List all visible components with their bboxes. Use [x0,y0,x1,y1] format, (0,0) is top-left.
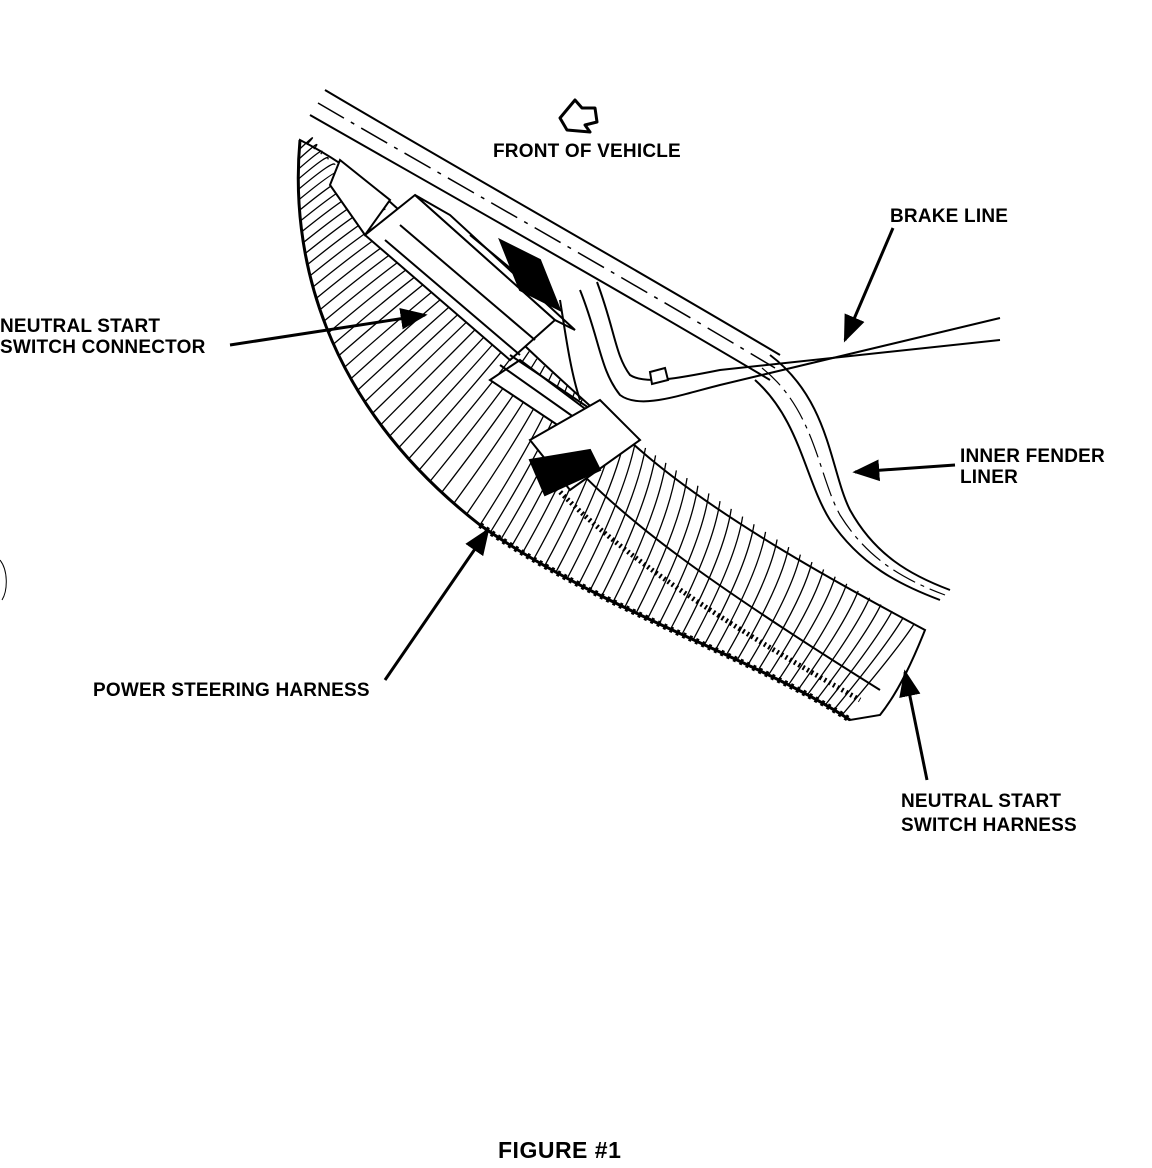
label-front-of-vehicle: FRONT OF VEHICLE [493,141,681,162]
harness-hatch-stroke [297,150,323,170]
arrow-nss-harness [899,669,929,781]
figure-caption: FIGURE #1 [498,1137,622,1163]
label-nss-connector-line1: NEUTRAL START [0,316,161,337]
harness-hatch-stroke [298,163,336,190]
arrow-power-steering-harness [383,527,490,681]
harness-hatch-stroke [736,546,790,661]
harness-hatch-stroke [681,508,732,635]
brake-line-drawing [579,281,1001,403]
harness-hatch-stroke [824,610,893,706]
harness-hatch-stroke [841,623,915,716]
harness-hatch-stroke [297,156,329,180]
harness-hatch-stroke [703,524,755,646]
inner-fender-liner-drawing [754,354,951,601]
arrow-nss-connector [229,308,428,347]
label-nss-connector-line2: SWITCH CONNECTOR [0,337,206,358]
label-brake-line: BRAKE LINE [890,206,1009,227]
label-power-steering-harness: POWER STEERING HARNESS [93,680,370,701]
harness-hatch-stroke [778,576,836,681]
label-inner-fender-line2: LINER [960,467,1018,488]
harness-hatch-stroke [725,539,778,656]
harness-hatch-stroke [658,493,710,625]
harness-hatch-stroke [601,455,657,597]
harness-hatch-stroke [298,143,318,160]
harness-hatch-stroke [635,477,688,614]
harness-hatch-stroke [797,590,859,691]
arrow-inner-fender-liner [852,459,956,482]
harness-hatch-stroke [647,485,699,619]
harness-hatch-stroke [816,604,882,701]
label-inner-fender-line1: INNER FENDER [960,446,1105,467]
front-arrow-icon [558,98,599,134]
label-nss-harness-line1: NEUTRAL START [901,791,1062,812]
harness-hatch-stroke [589,447,647,591]
neutral-start-switch-connector-drawing [328,158,642,497]
harness-hatch-stroke [578,440,637,585]
harness-hatch-stroke [768,569,825,676]
harness-hatch-stroke [757,561,813,671]
harness-hatch-stroke [806,597,871,696]
harness-hatch-stroke [298,137,314,150]
harness-hatch-stroke [692,516,744,640]
fender-edge-drawing [309,89,781,381]
harness-hatch-stroke [787,583,848,686]
harness-hatch-stroke [624,470,678,608]
label-nss-harness-line2: SWITCH HARNESS [901,815,1077,836]
harness-hatch-stroke [747,554,801,666]
harness-hatch-stroke [833,617,904,711]
scan-artifact [0,559,7,601]
leader-arrows [229,227,956,781]
harness-hatch-stroke [669,501,721,630]
harness-hatch-stroke [714,531,767,651]
harness-hatch-stroke [612,462,667,603]
arrow-brake-line [843,227,895,343]
